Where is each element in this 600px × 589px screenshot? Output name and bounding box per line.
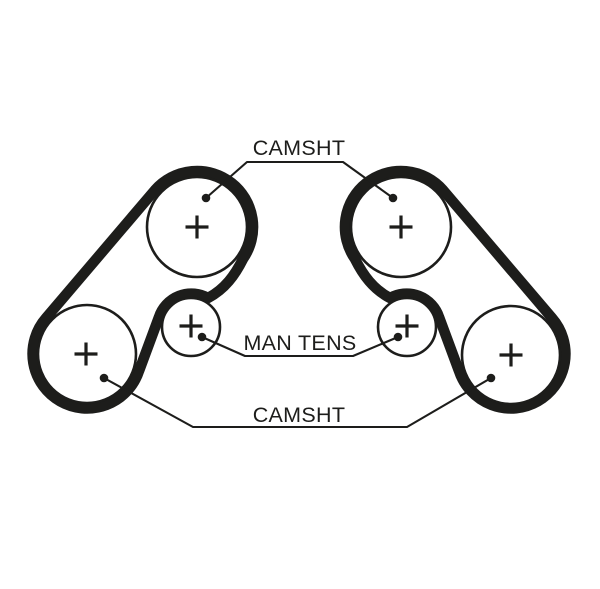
leader-dot — [393, 332, 403, 342]
label-manual-tensioner: MAN TENS — [243, 331, 356, 355]
center-cross-icon — [185, 215, 209, 239]
leader-line-top-camshafts — [205, 160, 394, 199]
label-camshaft-bottom: CAMSHT — [253, 403, 346, 427]
leader-dots — [99, 193, 496, 383]
labels: CAMSHT MAN TENS CAMSHT — [243, 136, 356, 427]
pulley-camshaft-top-right — [349, 175, 453, 279]
leader-line-manual-tensioners — [201, 336, 399, 358]
leader-dot — [99, 373, 109, 383]
leader-dot — [388, 193, 398, 203]
leader-dot — [486, 373, 496, 383]
center-cross-icon — [179, 314, 203, 338]
pulley-manual-tensioner-right — [376, 296, 438, 358]
leader-line-bottom-camshafts — [103, 377, 492, 429]
center-cross-icon — [389, 215, 413, 239]
label-camshaft-top: CAMSHT — [253, 136, 346, 160]
center-cross-icon — [499, 343, 523, 367]
pulleys — [36, 175, 562, 406]
pulley-camshaft-top-left — [145, 175, 249, 279]
pulley-camshaft-bottom-right — [460, 304, 562, 406]
leader-lines — [103, 160, 492, 429]
pulley-manual-tensioner-left — [160, 296, 222, 358]
center-cross-icon — [395, 314, 419, 338]
center-marks — [74, 215, 523, 367]
belts — [27, 165, 571, 414]
leader-dot — [197, 332, 207, 342]
center-cross-icon — [74, 342, 98, 366]
pulley-camshaft-bottom-left — [36, 303, 138, 405]
timing-belt-left — [27, 165, 259, 414]
timing-belt-right — [339, 165, 571, 414]
leader-dot — [201, 193, 211, 203]
